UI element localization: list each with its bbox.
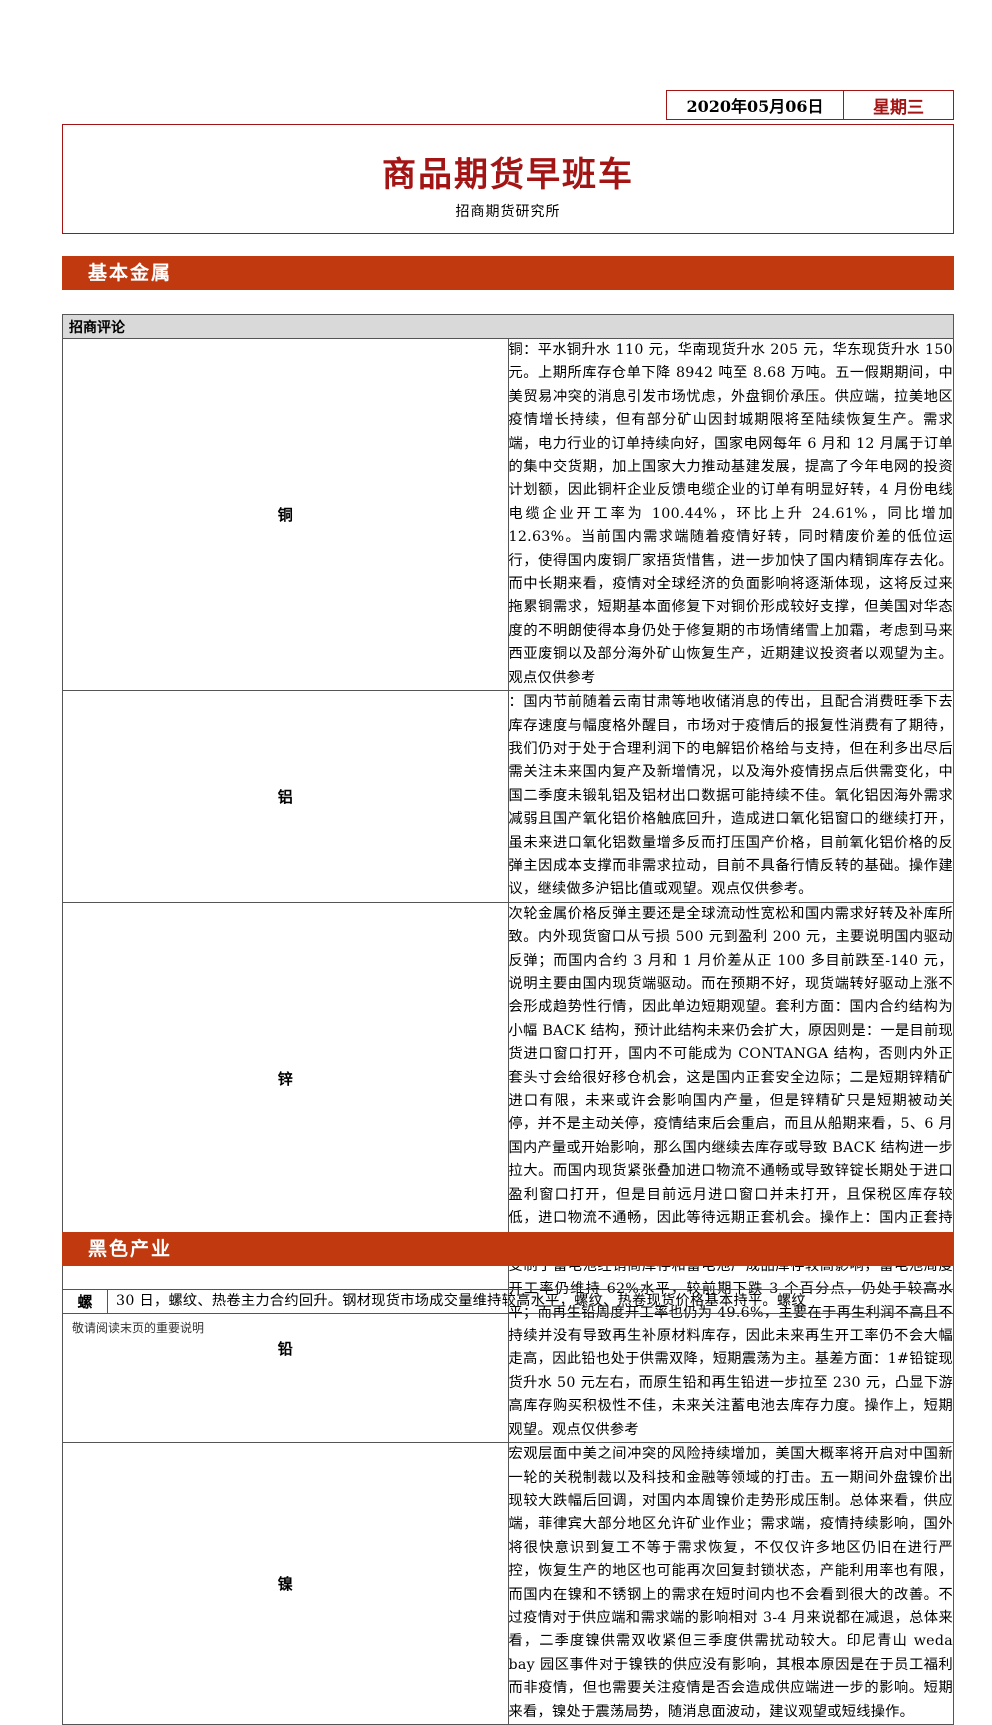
table-row: 铜 铜：平水铜升水 110 元，华南现货升水 205 元，华东现货升水 150 …: [62, 337, 954, 692]
metal-label: 锌: [62, 901, 509, 1255]
metal-label: 螺: [62, 1288, 108, 1315]
metal-label: 铅: [62, 1253, 509, 1444]
table-row: 锌 次轮金属价格反弹主要还是全球流动性宽松和国内需求好转及补库所致。内外现货窗口…: [62, 901, 954, 1255]
section-bar-base-metals: 基本金属: [61, 256, 954, 290]
section-title-base-metals: 基本金属: [61, 256, 182, 290]
page-subtitle: 招商期货研究所: [455, 204, 561, 220]
commentary-text: 受制于蓄电池经销商库存和蓄电池产成品库存较高影响，蓄电池周度开工率仍维持 62%…: [507, 1253, 954, 1444]
footer-note: 敬请阅读末页的重要说明: [72, 1321, 205, 1335]
section-bar-black: 黑色产业: [61, 1232, 954, 1266]
commentary-text: 30 日，螺纹、热卷主力合约回升。钢材现货市场成交量维持较高水平，螺纹、热卷现货…: [107, 1288, 954, 1315]
table-header-row: 招商评论: [62, 314, 954, 339]
metal-label: 铜: [62, 337, 509, 692]
black-table: 螺 30 日，螺纹、热卷主力合约回升。钢材现货市场成交量维持较高水平，螺纹、热卷…: [62, 1288, 954, 1315]
table-row: 铝 ：国内节前随着云南甘肃等地收储消息的传出，且配合消费旺季下去库存速度与幅度格…: [62, 690, 954, 903]
metal-label: 铝: [62, 690, 509, 903]
report-date: 2020年05月06日: [666, 90, 844, 120]
date-header: 2020年05月06日 星期三: [666, 90, 954, 122]
commentary-header: 招商评论: [62, 314, 954, 339]
table-row: 镍 宏观层面中美之间冲突的风险持续增加，美国大概率将开启对中国新一轮的关税制裁以…: [62, 1442, 954, 1725]
commentary-text: 铜：平水铜升水 110 元，华南现货升水 205 元，华东现货升水 150 元。…: [507, 337, 954, 692]
table-row: 螺 30 日，螺纹、热卷主力合约回升。钢材现货市场成交量维持较高水平，螺纹、热卷…: [62, 1288, 954, 1315]
commentary-table: 招商评论 铜 铜：平水铜升水 110 元，华南现货升水 205 元，华东现货升水…: [62, 314, 954, 1725]
commentary-text: 次轮金属价格反弹主要还是全球流动性宽松和国内需求好转及补库所致。内外现货窗口从亏…: [507, 901, 954, 1255]
commentary-text: 宏观层面中美之间冲突的风险持续增加，美国大概率将开启对中国新一轮的关税制裁以及科…: [507, 1442, 954, 1725]
metal-label: 镍: [62, 1442, 509, 1725]
table-row: 铅 受制于蓄电池经销商库存和蓄电池产成品库存较高影响，蓄电池周度开工率仍维持 6…: [62, 1253, 954, 1444]
report-weekday: 星期三: [844, 90, 954, 120]
page-title: 商品期货早班车: [382, 155, 634, 195]
commentary-text: ：国内节前随着云南甘肃等地收储消息的传出，且配合消费旺季下去库存速度与幅度格外醒…: [507, 690, 954, 903]
section-title-black: 黑色产业: [61, 1232, 182, 1266]
title-box: 商品期货早班车 招商期货研究所: [62, 124, 954, 234]
